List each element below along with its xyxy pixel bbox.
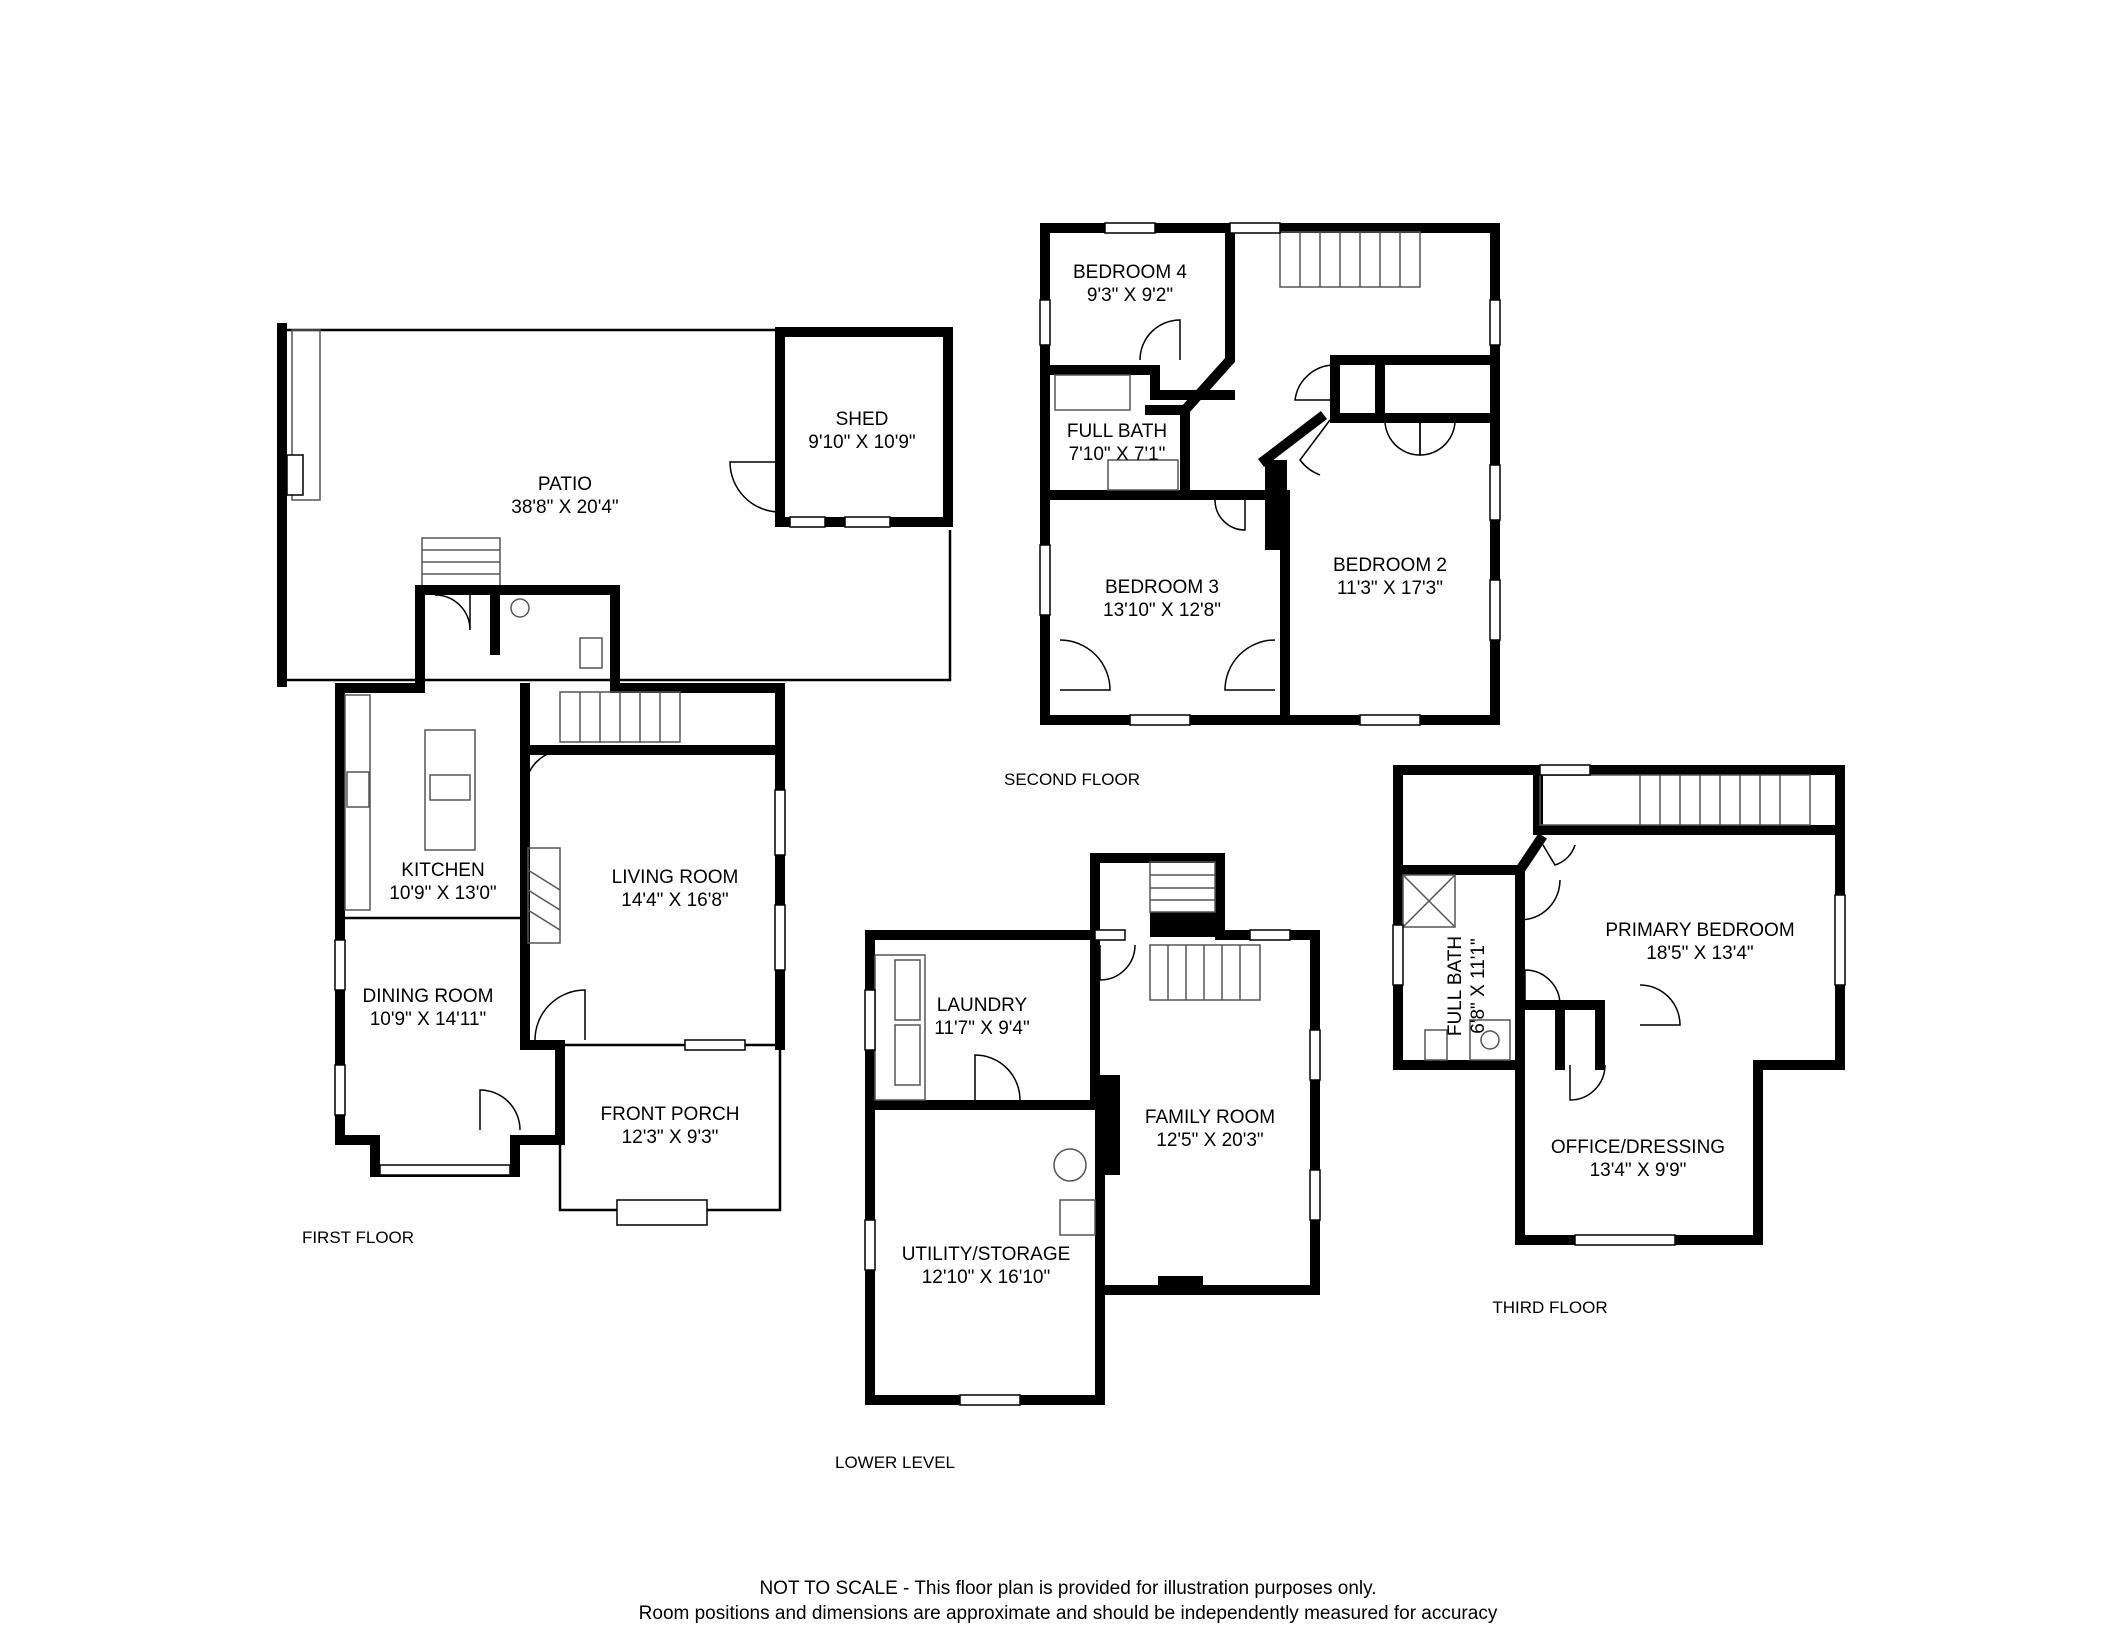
disclaimer: NOT TO SCALE - This floor plan is provid…	[639, 1578, 1498, 1624]
bedroom2-dims: 11'3" X 17'3"	[1337, 578, 1443, 599]
laundry-name: LAUNDRY	[937, 995, 1028, 1016]
office-dims: 13'4" X 9'9"	[1590, 1160, 1687, 1181]
patio-dims: 38'8" X 20'4"	[511, 497, 618, 518]
disclaimer-line-1: NOT TO SCALE - This floor plan is provid…	[759, 1578, 1376, 1599]
living-room-name: LIVING ROOM	[612, 867, 739, 888]
second-bath-dims: 7'10" X 7'1"	[1069, 444, 1166, 465]
bedroom4-name: BEDROOM 4	[1073, 262, 1187, 283]
family-room-dims: 12'5" X 20'3"	[1156, 1130, 1263, 1151]
kitchen-name: KITCHEN	[401, 860, 484, 881]
family-room-name: FAMILY ROOM	[1145, 1107, 1275, 1128]
room-labels: PATIO 38'8" X 20'4" SHED 9'10" X 10'9" K…	[363, 262, 1795, 1288]
dining-room-name: DINING ROOM	[363, 986, 494, 1007]
first-floor	[277, 323, 953, 1226]
front-porch-dims: 12'3" X 9'3"	[622, 1127, 719, 1148]
second-floor	[1039, 222, 1501, 726]
bedroom3-name: BEDROOM 3	[1105, 577, 1219, 598]
third-floor	[1392, 764, 1846, 1246]
living-room-dims: 14'4" X 16'8"	[621, 890, 728, 911]
front-porch-name: FRONT PORCH	[601, 1104, 740, 1125]
third-bath-dims: 6'8" X 11'1"	[1468, 938, 1489, 1033]
first-floor-label: FIRST FLOOR	[302, 1228, 414, 1247]
shed-dims: 9'10" X 10'9"	[808, 432, 915, 453]
kitchen-dims: 10'9" X 13'0"	[389, 883, 496, 904]
lower-level-label: LOWER LEVEL	[835, 1453, 955, 1472]
laundry-dims: 11'7" X 9'4"	[934, 1018, 1029, 1039]
third-floor-label: THIRD FLOOR	[1492, 1298, 1607, 1317]
bedroom4-dims: 9'3" X 9'2"	[1087, 285, 1173, 306]
utility-dims: 12'10" X 16'10"	[922, 1267, 1051, 1288]
patio-name: PATIO	[538, 474, 592, 495]
disclaimer-line-2: Room positions and dimensions are approx…	[639, 1603, 1498, 1624]
second-bath-name: FULL BATH	[1067, 421, 1167, 442]
lower-level	[864, 853, 1321, 1406]
primary-bedroom-name: PRIMARY BEDROOM	[1605, 920, 1794, 941]
primary-bedroom-dims: 18'5" X 13'4"	[1646, 943, 1753, 964]
office-name: OFFICE/DRESSING	[1551, 1137, 1725, 1158]
bedroom2-name: BEDROOM 2	[1333, 555, 1447, 576]
second-floor-label: SECOND FLOOR	[1004, 770, 1140, 789]
utility-name: UTILITY/STORAGE	[902, 1244, 1071, 1265]
floor-labels: FIRST FLOOR SECOND FLOOR LOWER LEVEL THI…	[302, 770, 1608, 1472]
shed-name: SHED	[836, 409, 889, 430]
dining-room-dims: 10'9" X 14'11"	[370, 1009, 487, 1030]
bedroom3-dims: 13'10" X 12'8"	[1103, 600, 1221, 621]
third-bath-name: FULL BATH	[1445, 936, 1466, 1036]
